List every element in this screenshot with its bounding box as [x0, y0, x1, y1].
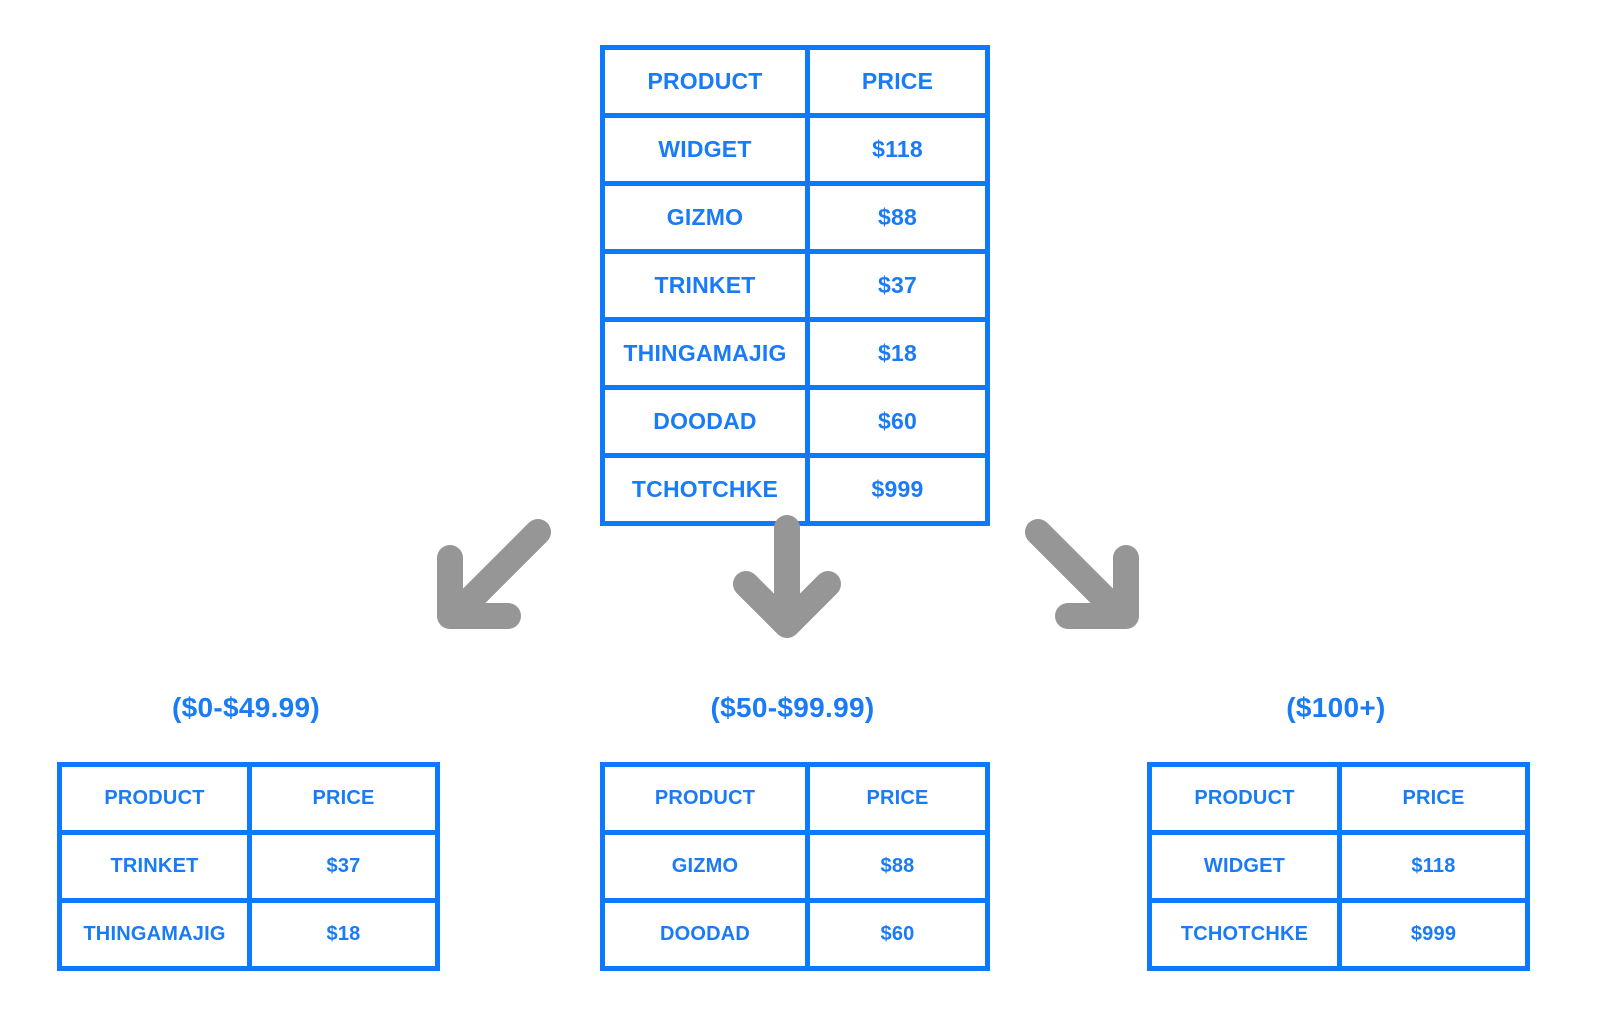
- cell-product: DOODAD: [600, 898, 810, 971]
- table-row: DOODAD $60: [600, 385, 990, 458]
- cell-price: $118: [805, 113, 990, 186]
- cell-product: TRINKET: [57, 830, 252, 903]
- source-products-table: PRODUCT PRICE WIDGET $118 GIZMO $88 TRIN…: [600, 45, 990, 526]
- bucket-caption-high: ($100+): [1286, 692, 1386, 723]
- bucket-table-high: PRODUCT PRICE WIDGET $118 TCHOTCHKE $999: [1147, 762, 1530, 971]
- cell-product: TCHOTCHKE: [1147, 898, 1342, 971]
- table-header-row: PRODUCT PRICE: [57, 762, 440, 835]
- cell-price: $999: [1337, 898, 1530, 971]
- cell-product: TRINKET: [600, 249, 810, 322]
- table-row: TRINKET $37: [600, 249, 990, 322]
- cell-product: WIDGET: [600, 113, 810, 186]
- table-row: TCHOTCHKE $999: [1147, 898, 1530, 971]
- bucket-caption-mid: ($50-$99.99): [710, 692, 875, 723]
- column-header-product: PRODUCT: [600, 762, 810, 835]
- table-row: DOODAD $60: [600, 898, 990, 971]
- cell-price: $88: [805, 830, 990, 903]
- cell-price: $60: [805, 898, 990, 971]
- bucket-caption-low: ($0-$49.99): [171, 692, 321, 723]
- cell-price: $37: [805, 249, 990, 322]
- cell-product: THINGAMAJIG: [57, 898, 252, 971]
- table-header-row: PRODUCT PRICE: [600, 762, 990, 835]
- cell-price: $37: [247, 830, 440, 903]
- table-row: GIZMO $88: [600, 181, 990, 254]
- table-row: WIDGET $118: [600, 113, 990, 186]
- table-row: TRINKET $37: [57, 830, 440, 903]
- bucket-table-mid: PRODUCT PRICE GIZMO $88 DOODAD $60: [600, 762, 990, 971]
- cell-product: DOODAD: [600, 385, 810, 458]
- cell-product: GIZMO: [600, 830, 810, 903]
- cell-product: GIZMO: [600, 181, 810, 254]
- column-header-price: PRICE: [805, 762, 990, 835]
- cell-price: $60: [805, 385, 990, 458]
- arrow-down-left-icon: [428, 512, 558, 642]
- table-header-row: PRODUCT PRICE: [1147, 762, 1530, 835]
- table-row: WIDGET $118: [1147, 830, 1530, 903]
- cell-price: $18: [805, 317, 990, 390]
- column-header-product: PRODUCT: [57, 762, 252, 835]
- arrow-down-right-icon: [1018, 512, 1148, 642]
- table-row: TCHOTCHKE $999: [600, 453, 990, 526]
- cell-price: $18: [247, 898, 440, 971]
- column-header-price: PRICE: [805, 45, 990, 118]
- column-header-product: PRODUCT: [1147, 762, 1342, 835]
- bucket-table-low: PRODUCT PRICE TRINKET $37 THINGAMAJIG $1…: [57, 762, 440, 971]
- column-header-price: PRICE: [1337, 762, 1530, 835]
- column-header-product: PRODUCT: [600, 45, 810, 118]
- cell-price: $999: [805, 453, 990, 526]
- table-row: THINGAMAJIG $18: [600, 317, 990, 390]
- cell-product: THINGAMAJIG: [600, 317, 810, 390]
- table-row: THINGAMAJIG $18: [57, 898, 440, 971]
- arrow-down-icon: [722, 512, 852, 642]
- cell-product: WIDGET: [1147, 830, 1342, 903]
- cell-price: $118: [1337, 830, 1530, 903]
- cell-product: TCHOTCHKE: [600, 453, 810, 526]
- column-header-price: PRICE: [247, 762, 440, 835]
- table-row: GIZMO $88: [600, 830, 990, 903]
- cell-price: $88: [805, 181, 990, 254]
- table-header-row: PRODUCT PRICE: [600, 45, 990, 118]
